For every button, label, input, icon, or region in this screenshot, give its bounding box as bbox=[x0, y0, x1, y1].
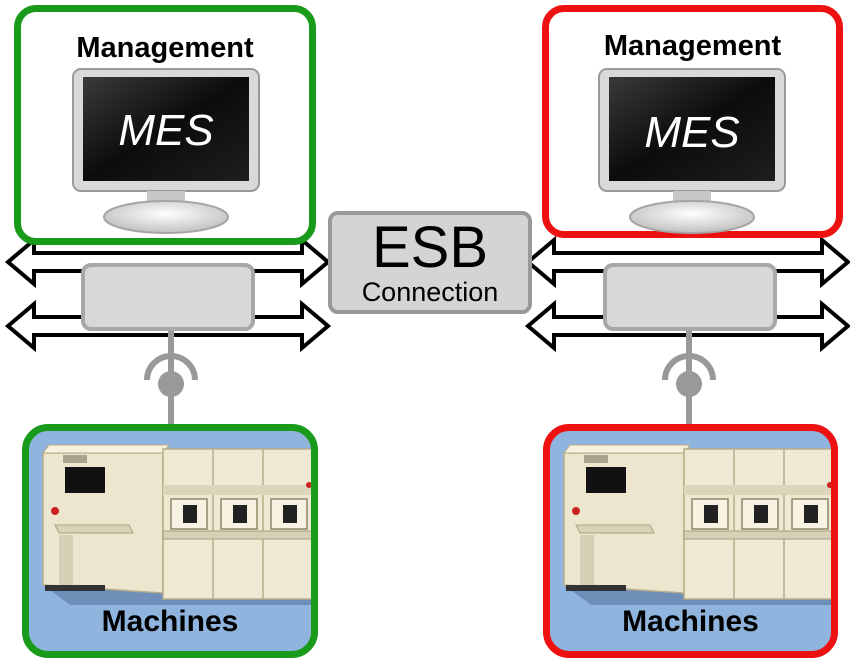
left-machine-icon bbox=[42, 444, 311, 605]
left-plug-icon bbox=[158, 371, 184, 397]
right-plug-icon bbox=[676, 371, 702, 397]
esb-subtitle: Connection bbox=[361, 277, 499, 307]
left-management-title: Management bbox=[76, 32, 254, 64]
left-management-box: Management MES bbox=[14, 5, 316, 245]
right-monitor-icon: MES bbox=[598, 68, 786, 234]
left-monitor-label: MES bbox=[118, 106, 213, 155]
right-machine-icon bbox=[563, 444, 831, 605]
right-management-title: Management bbox=[603, 30, 782, 62]
right-monitor-label: MES bbox=[644, 108, 739, 157]
esb-connection: ESB Connection bbox=[328, 211, 532, 314]
left-machines-title: Machines bbox=[101, 605, 239, 638]
left-socket-icon bbox=[144, 353, 198, 381]
right-socket-icon bbox=[662, 353, 716, 381]
right-machines-box: Machines bbox=[543, 424, 838, 658]
right-machines-title: Machines bbox=[622, 605, 759, 638]
left-machines-box: Machines bbox=[22, 424, 318, 658]
left-adapter bbox=[81, 263, 255, 331]
right-adapter bbox=[603, 263, 777, 331]
left-monitor-icon: MES bbox=[72, 68, 260, 234]
esb-title: ESB bbox=[371, 215, 489, 280]
right-management-box: Management MES bbox=[542, 5, 843, 238]
